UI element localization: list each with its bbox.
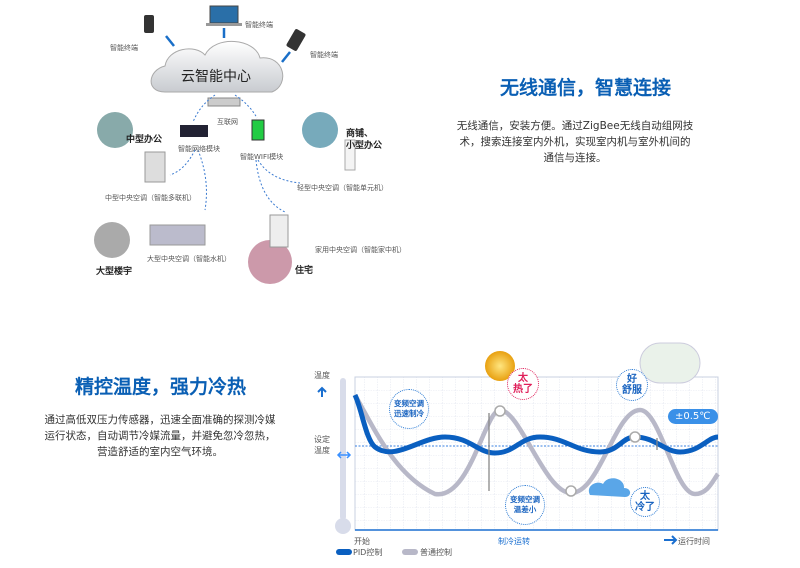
bubble-too-cold: 太冷了 — [630, 487, 660, 517]
tolerance-badge: ±0.5℃ — [668, 409, 718, 424]
internet-label: 互联网 — [217, 118, 238, 126]
mid-office-label: 中型办公 — [126, 135, 163, 145]
normal-control-curve — [353, 393, 720, 497]
cloud-icon — [150, 41, 284, 93]
snow-cloud-icon — [588, 478, 631, 497]
network-module-icon — [180, 125, 208, 137]
wifi-module-icon — [251, 119, 265, 141]
x-start-label: 开始 — [354, 537, 370, 546]
double-arrow-icon — [336, 451, 352, 459]
bubble-text: 变频空调 — [394, 399, 424, 408]
bubble-text: 太 — [518, 373, 528, 384]
bubble-fast-cooling: 变频空调迅速制冷 — [389, 389, 429, 429]
up-arrow-icon — [317, 386, 327, 397]
set-temp-label: 温度 — [314, 446, 330, 455]
text-line: 通过高低双压力传感器，迅速全面准确的探测冷媒 — [44, 414, 276, 426]
temp-title: 精控温度，强力冷热 — [75, 376, 247, 398]
shop-label: 商铺、 — [346, 129, 374, 139]
right-arrow-icon — [664, 535, 678, 545]
home-ac-unit — [269, 214, 289, 248]
comfort-photo — [639, 342, 701, 384]
x-end-label: 运行时间 — [678, 537, 710, 546]
legend-swatch-normal — [402, 549, 418, 555]
home-ac-label: 家用中央空调（智能家中机） — [315, 246, 406, 254]
shop-photo — [302, 112, 338, 148]
bubble-text: 舒服 — [622, 385, 642, 396]
phone-icon — [144, 15, 154, 33]
wireless-description: 无线通信，安装方便。通过ZigBee无线自动组网技 术，搜索连接室内外机，实现室… — [440, 118, 710, 166]
wifi-module-label: 智能WIFI模块 — [240, 153, 284, 161]
network-graphics — [94, 5, 356, 284]
y-axis-label: 温度 — [314, 371, 330, 380]
bubble-text: 迅速制冷 — [394, 409, 424, 418]
terminal-label: 智能终端 — [245, 21, 273, 29]
temp-description: 通过高低双压力传感器，迅速全面准确的探测冷媒 运行状态，自动调节冷媒流量，并避免… — [25, 412, 295, 460]
light-ac-label: 轻型中央空调（智能单元机） — [297, 184, 388, 192]
wireless-title: 无线通信，智慧连接 — [500, 77, 672, 99]
bubble-text: 太 — [640, 491, 650, 502]
set-temp-label: 设定 — [314, 435, 330, 444]
x-mid-label: 制冷运转 — [498, 537, 530, 546]
bubble-text: 变频空调 — [510, 495, 540, 504]
tablet-icon — [286, 29, 306, 51]
big-building-label: 大型楼宇 — [96, 267, 133, 277]
building-photo — [94, 222, 130, 258]
light-ac-unit — [344, 139, 356, 171]
cloud-label: 云智能中心 — [181, 69, 251, 85]
bubble-text: 好 — [627, 374, 637, 385]
bubble-small-diff: 变频空调温差小 — [505, 485, 545, 525]
thermometer-icon — [340, 378, 346, 520]
office-photo — [97, 112, 133, 148]
bubble-text: 热了 — [513, 384, 533, 395]
text-line: 通信与连接。 — [543, 152, 607, 164]
terminal-label: 智能终端 — [110, 44, 138, 52]
text-line: 无线通信，安装方便。通过ZigBee无线自动组网技 — [456, 120, 694, 132]
mid-ac-unit — [144, 151, 166, 183]
router-icon — [207, 97, 241, 107]
shop-label: 小型办公 — [346, 141, 383, 151]
text-line: 术，搜索连接室内外机，实现室内机与室外机间的 — [459, 136, 691, 148]
text-line: 运行状态，自动调节冷媒流量，并避免忽冷忽热， — [44, 430, 276, 442]
text-line: 营造舒适的室内空气环境。 — [97, 446, 223, 458]
bubble-comfortable: 好舒服 — [616, 369, 648, 401]
pid-control-curve — [352, 393, 719, 456]
legend-normal-label: 普通控制 — [420, 548, 452, 557]
terminal-label: 智能终端 — [310, 51, 338, 59]
bubble-text: 冷了 — [635, 502, 655, 513]
bubble-too-hot: 太热了 — [507, 368, 539, 400]
bubble-text: 温差小 — [513, 505, 537, 514]
big-ac-unit — [149, 224, 206, 246]
sun-icon — [485, 351, 515, 381]
legend-swatch-pid — [336, 549, 352, 555]
mid-ac-label: 中型中央空调（智能多联机） — [105, 194, 196, 202]
network-module-label: 智能网络模块 — [178, 145, 220, 153]
legend-pid-label: PID控制 — [353, 548, 383, 557]
home-photo — [248, 240, 292, 284]
big-ac-label: 大型中央空调（智能水机） — [147, 255, 231, 263]
home-label: 住宅 — [295, 266, 314, 276]
